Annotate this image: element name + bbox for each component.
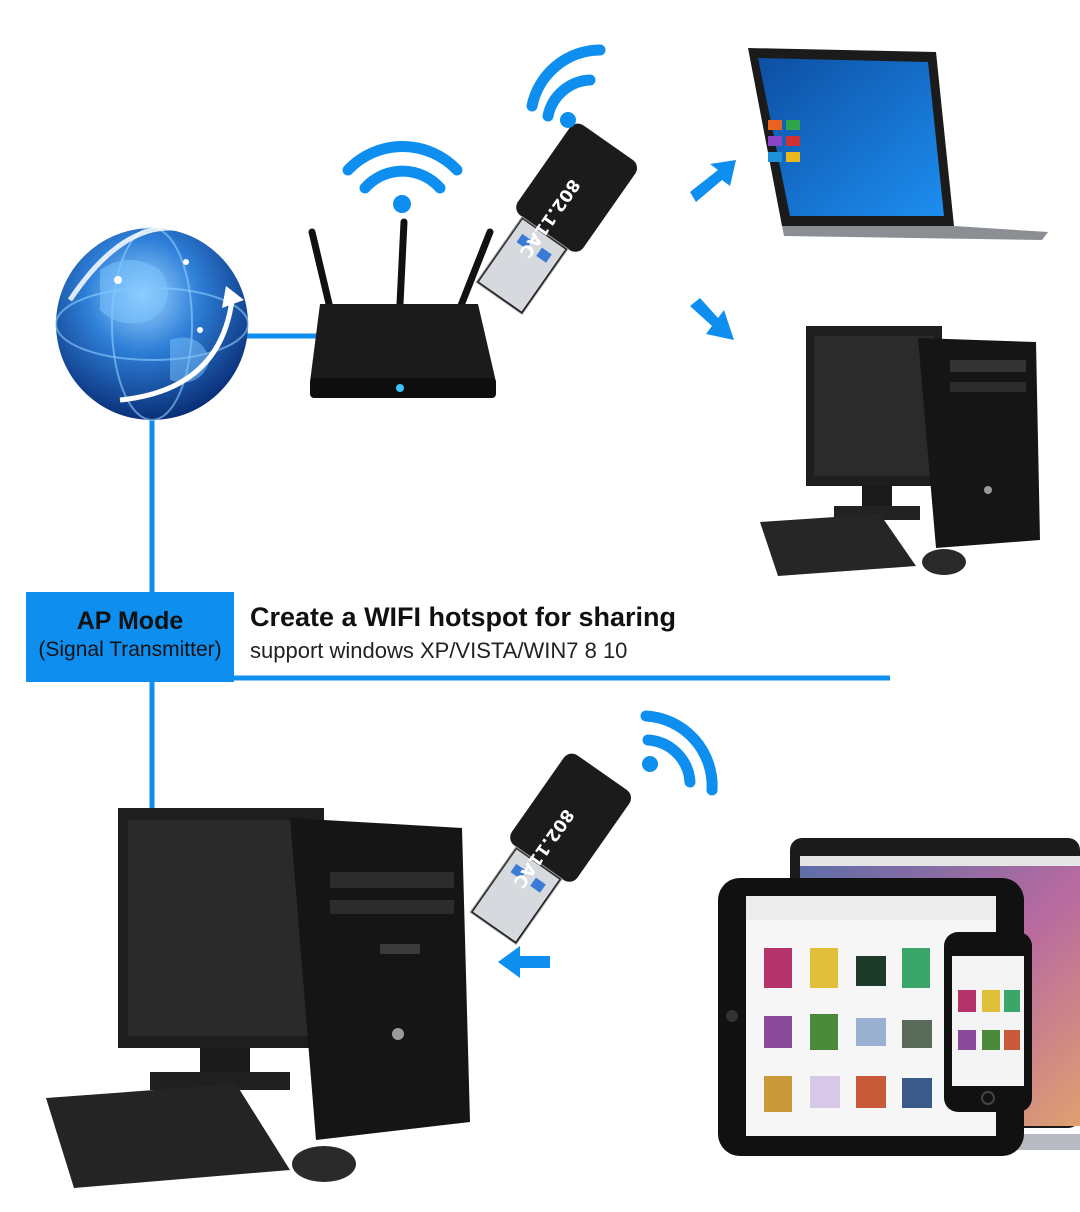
wifi-signal-icon <box>640 710 718 796</box>
ap-mode-subtitle: (Signal Transmitter) <box>38 638 222 661</box>
caption-subtitle: support windows XP/VISTA/WIN7 8 10 <box>250 638 628 663</box>
ap-mode-title: AP Mode <box>76 607 184 635</box>
router-icon <box>308 218 496 398</box>
arrow-icon <box>690 160 736 340</box>
usb-dongle-icon: 802.11AC <box>475 123 637 316</box>
wifi-signal-icon <box>342 141 463 213</box>
phone-icon <box>944 932 1032 1112</box>
caption-title: Create a WIFI hotspot for sharing <box>250 602 677 632</box>
wifi-signal-icon <box>526 44 606 128</box>
arrow-icon <box>498 946 550 978</box>
laptop-icon <box>748 48 1048 240</box>
ap-mode-box: AP Mode (Signal Transmitter) <box>26 592 234 682</box>
usb-dongle-icon: 802.11AC <box>469 753 631 946</box>
globe-icon <box>55 225 249 421</box>
desktop-pc-icon <box>46 808 470 1188</box>
tablet-icon <box>718 838 1080 1156</box>
desktop-pc-icon <box>760 326 1040 576</box>
